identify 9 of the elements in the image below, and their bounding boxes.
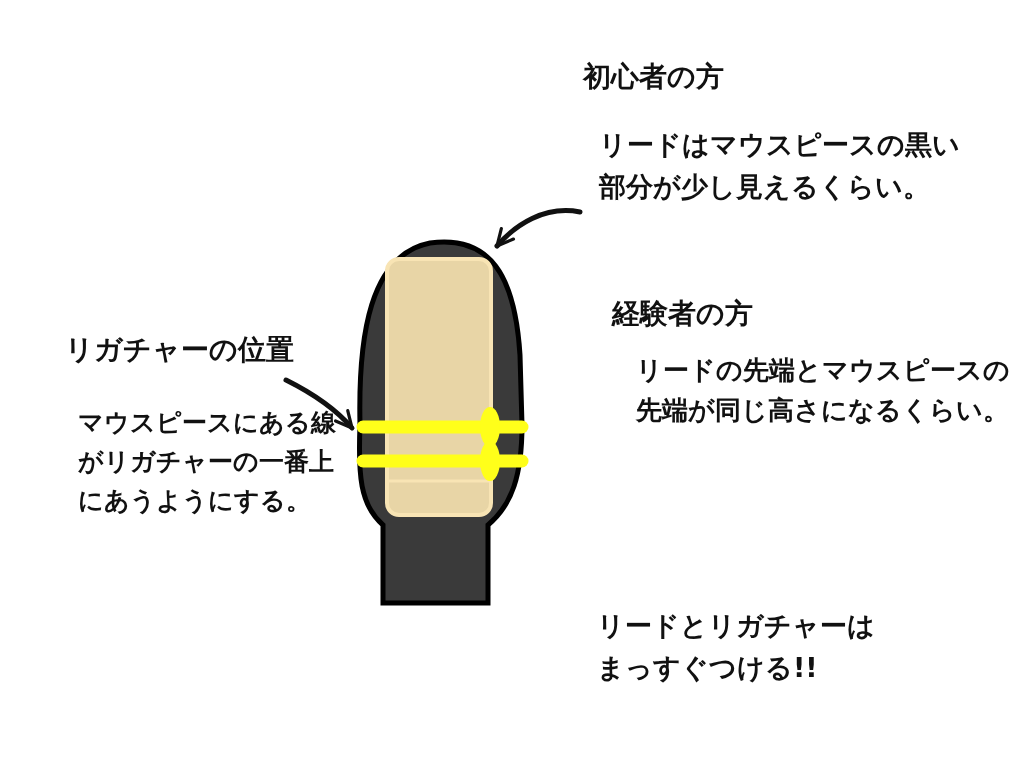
heading: リガチャーの位置 <box>65 332 295 368</box>
note-text: リードの先端とマウスピースの先端が同じ高さになるくらい。 <box>636 354 1011 428</box>
note-text: リードとリガチャーはまっすぐつける!! <box>597 609 876 685</box>
note-text: リードはマウスピースの黒い部分が少し見えるくらい。 <box>599 128 961 205</box>
heading: 経験者の方 <box>612 296 754 332</box>
heading: 初心者の方 <box>583 59 725 95</box>
arrow <box>494 208 583 249</box>
note-text: マウスピースにある線がリガチャーの一番上にあうようにする。 <box>78 407 336 517</box>
arrow <box>283 377 355 431</box>
